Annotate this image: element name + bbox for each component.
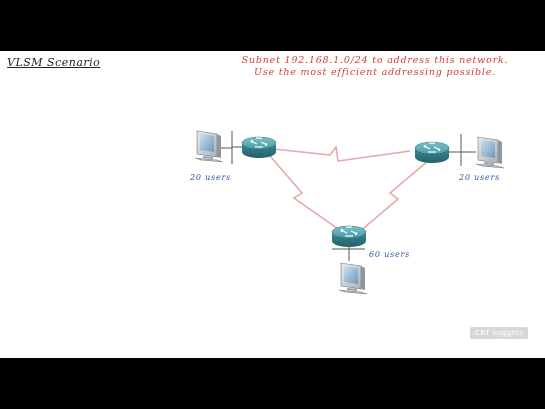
slide-instructions: Subnet 192.168.1.0/24 to address this ne… [205,55,545,79]
serial-link-left-bottom [269,155,345,234]
router-icon[interactable] [331,225,367,247]
pc-icon[interactable] [338,262,368,295]
pc-icon[interactable] [475,136,505,169]
serial-link-right-bottom [357,160,429,234]
users-label-bottom: 60 users [369,250,411,259]
watermark-logo: CBT nuggets [470,327,528,339]
router-icon[interactable] [241,136,277,158]
instruction-line-2: Use the most efficient addressing possib… [254,67,496,78]
serial-link-left-right [273,144,411,162]
slide-canvas: VLSM Scenario Subnet 192.168.1.0/24 to a… [0,51,545,358]
pc-icon[interactable] [194,130,224,163]
users-label-left: 20 users [190,173,232,182]
instruction-line-1: Subnet 192.168.1.0/24 to address this ne… [241,55,509,66]
network-diagram [194,130,505,295]
users-label-right: 20 users [459,173,501,182]
router-icon[interactable] [414,141,450,163]
slide-title: VLSM Scenario [7,56,101,69]
